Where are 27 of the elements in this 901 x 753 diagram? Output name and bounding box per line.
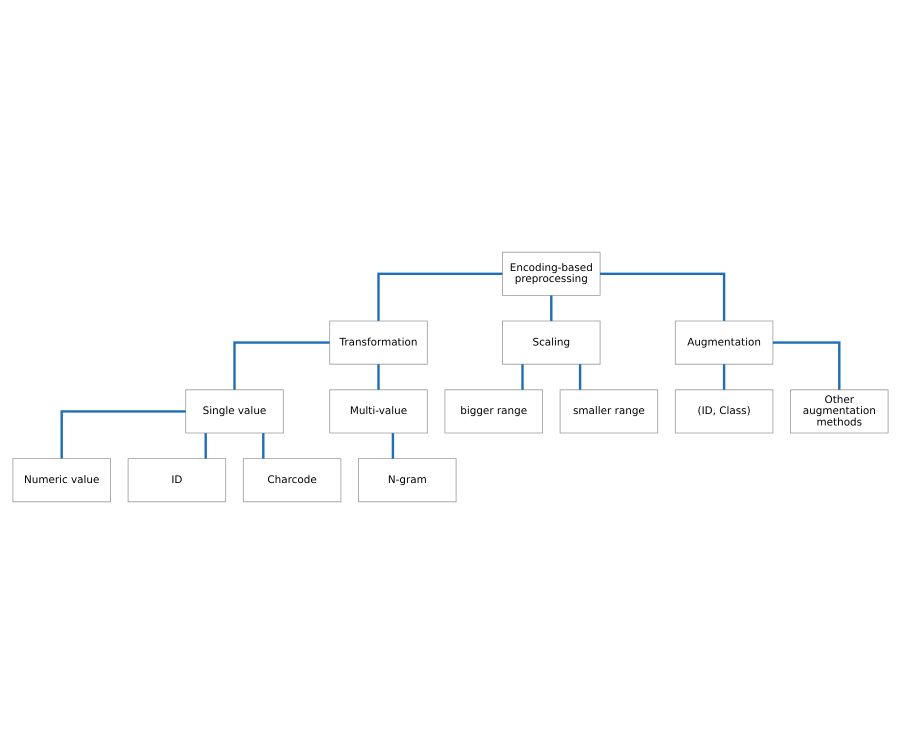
connector xyxy=(233,340,330,390)
node-box: ID xyxy=(128,458,226,502)
node-box: Transformation xyxy=(329,320,428,364)
node-box: Encoding-based preprocessing xyxy=(502,251,600,296)
connector xyxy=(392,432,394,458)
node-box: N-gram xyxy=(358,458,456,502)
connector xyxy=(600,272,726,320)
connector xyxy=(377,272,502,320)
connector xyxy=(722,364,726,390)
connector xyxy=(521,364,524,390)
node-box: Charcode xyxy=(242,458,342,502)
node-box: Augmentation xyxy=(674,320,774,364)
node-box: Scaling xyxy=(502,320,600,364)
node-box: Other augmentation methods xyxy=(790,388,888,433)
connector xyxy=(772,340,840,390)
node-box: bigger range xyxy=(444,388,543,433)
connector xyxy=(550,295,552,320)
connector xyxy=(262,432,264,458)
connector xyxy=(60,410,186,458)
node-box: Numeric value xyxy=(12,458,111,502)
node-box: Single value xyxy=(185,388,284,433)
node-box: smaller range xyxy=(560,388,658,433)
connector xyxy=(578,364,582,390)
connector xyxy=(204,432,207,458)
connector xyxy=(377,364,380,390)
node-box: Multi-value xyxy=(329,388,428,433)
node-box: (ID, Class) xyxy=(674,388,774,433)
